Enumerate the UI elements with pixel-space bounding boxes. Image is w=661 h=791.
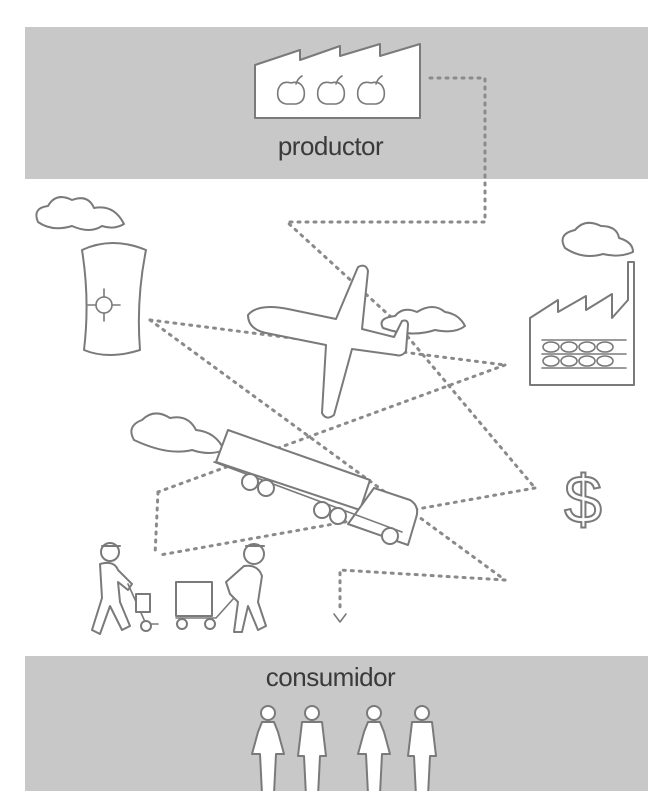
man-icon: [297, 705, 327, 791]
cooling-tower-icon: [81, 242, 147, 356]
man-icon: [407, 705, 437, 791]
factory-apples-icon: [254, 43, 421, 119]
worker-pallet-jack-icon: [175, 543, 267, 633]
consumer-band: [25, 656, 648, 791]
route-line-cloud-worker: [153, 490, 160, 557]
route-line-factory-cloud: [156, 363, 507, 494]
route-line-plane-dollar: [390, 316, 537, 490]
producer-label: productor: [277, 131, 384, 161]
dollar-icon: $: [564, 462, 602, 538]
route-line-dollar-worker: [158, 486, 537, 557]
cloud-icon: [380, 306, 466, 335]
cloud-icon: [35, 196, 125, 231]
cloud-icon: [561, 221, 634, 257]
truck-icon: [213, 429, 419, 546]
people-icon: [251, 705, 437, 791]
consumer-label: consumidor: [265, 662, 396, 692]
airplane-icon: [247, 264, 409, 419]
cloud-icon: [130, 412, 225, 454]
woman-icon: [251, 705, 285, 791]
route-line-delivery: [338, 568, 507, 610]
route-line-producer: [283, 76, 487, 320]
factory-icon: [529, 261, 635, 386]
route-line-tower-delivery: [148, 318, 507, 582]
woman-icon: [357, 705, 391, 791]
arrow-down-icon: [333, 613, 347, 623]
worker-hand-truck-icon: [91, 542, 159, 635]
